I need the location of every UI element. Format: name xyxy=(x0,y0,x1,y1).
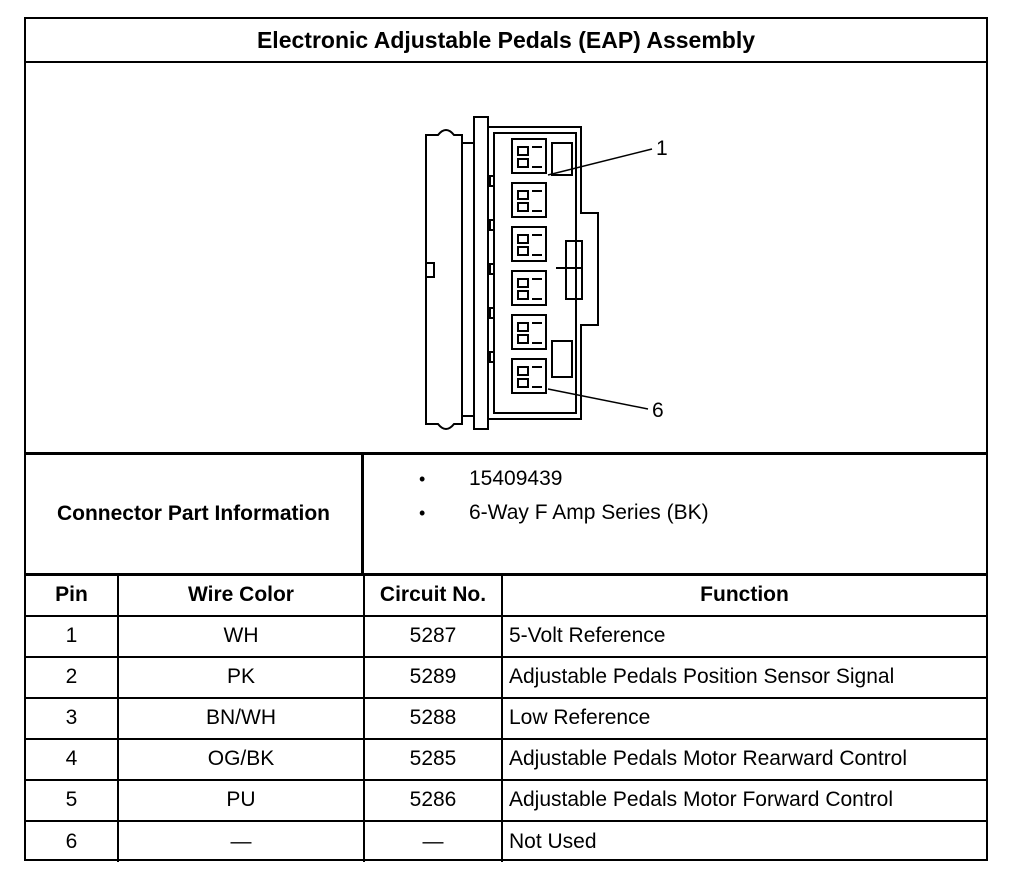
table-header-row: Pin Wire Color Circuit No. Function xyxy=(26,573,986,617)
function-cell: Not Used xyxy=(501,819,986,862)
pin-cell: 3 xyxy=(26,696,119,740)
wire-color-cell: PU xyxy=(117,778,365,822)
header-function: Function xyxy=(501,573,986,617)
header-circuit-no: Circuit No. xyxy=(363,573,503,617)
table-row: 3 BN/WH 5288 Low Reference xyxy=(26,696,986,740)
wire-color-cell: WH xyxy=(117,614,365,658)
wire-color-cell: BN/WH xyxy=(117,696,365,740)
callout-pin-6: 6 xyxy=(652,399,664,422)
page-title: Electronic Adjustable Pedals (EAP) Assem… xyxy=(26,19,986,63)
circuit-cell: — xyxy=(363,819,503,862)
callout-pin-1: 1 xyxy=(656,137,668,160)
wire-color-cell: PK xyxy=(117,655,365,699)
header-pin: Pin xyxy=(26,573,119,617)
pin-cell: 6 xyxy=(26,819,119,862)
circuit-cell: 5285 xyxy=(363,737,503,781)
connector-sheet: Electronic Adjustable Pedals (EAP) Assem… xyxy=(24,17,988,862)
function-cell: Adjustable Pedals Motor Rearward Control xyxy=(501,737,986,781)
circuit-cell: 5286 xyxy=(363,778,503,822)
bullet-icon: • xyxy=(419,469,426,489)
pin-cell: 5 xyxy=(26,778,119,822)
connector-info-list: • 15409439 • 6-Way F Amp Series (BK) xyxy=(364,455,986,573)
function-cell: 5-Volt Reference xyxy=(501,614,986,658)
pinout-table: Pin Wire Color Circuit No. Function 1 WH… xyxy=(26,573,986,862)
table-row: 1 WH 5287 5-Volt Reference xyxy=(26,614,986,658)
function-cell: Adjustable Pedals Motor Forward Control xyxy=(501,778,986,822)
function-cell: Low Reference xyxy=(501,696,986,740)
wire-color-cell: — xyxy=(117,819,365,862)
table-row: 6 — — Not Used xyxy=(26,819,986,862)
bullet-icon: • xyxy=(419,503,426,523)
circuit-cell: 5287 xyxy=(363,614,503,658)
connector-drawing: 1 6 xyxy=(425,116,668,430)
pin-cell: 1 xyxy=(26,614,119,658)
circuit-cell: 5288 xyxy=(363,696,503,740)
table-row: 2 PK 5289 Adjustable Pedals Position Sen… xyxy=(26,655,986,699)
wire-color-cell: OG/BK xyxy=(117,737,365,781)
connector-type: 6-Way F Amp Series (BK) xyxy=(469,501,709,524)
part-number: 15409439 xyxy=(469,467,563,490)
pin-cell: 4 xyxy=(26,737,119,781)
connector-info-label: Connector Part Information xyxy=(26,455,364,573)
pin-cell: 2 xyxy=(26,655,119,699)
function-cell: Adjustable Pedals Position Sensor Signal xyxy=(501,655,986,699)
circuit-cell: 5289 xyxy=(363,655,503,699)
header-wire-color: Wire Color xyxy=(117,573,365,617)
table-row: 4 OG/BK 5285 Adjustable Pedals Motor Rea… xyxy=(26,737,986,781)
connector-diagram: 1 6 xyxy=(26,63,986,455)
table-row: 5 PU 5286 Adjustable Pedals Motor Forwar… xyxy=(26,778,986,822)
